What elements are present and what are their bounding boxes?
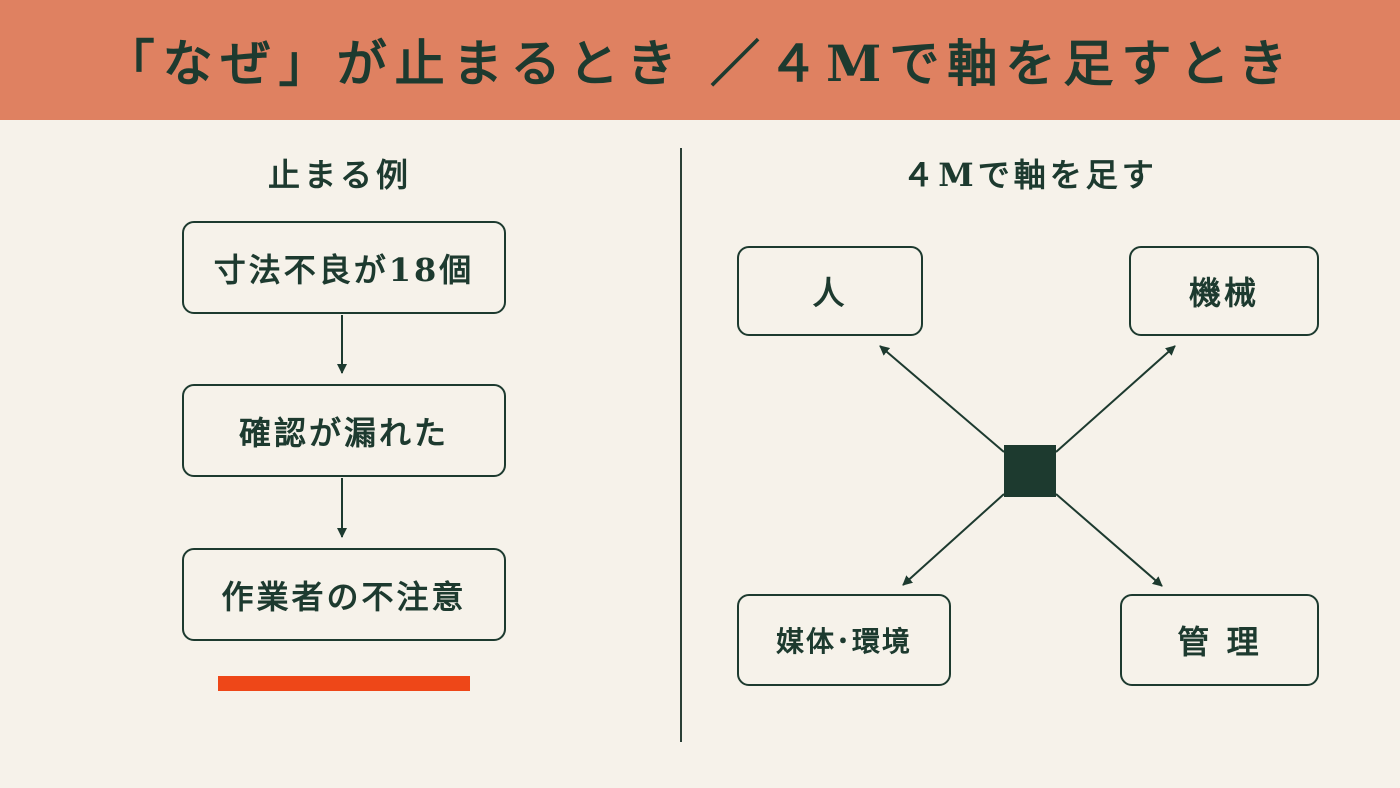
highlight-underline [218, 676, 470, 691]
arrow-to-person [879, 345, 1005, 453]
title-banner: 「なぜ」が止まるとき ／４Mで軸を足すとき [0, 0, 1400, 120]
left-heading: 止まる例 [267, 156, 412, 194]
node-medium-environment: 媒体･環境 [737, 594, 951, 686]
step-box-2: 確認が漏れた [182, 384, 506, 477]
center-square [1004, 445, 1056, 497]
step-box-1: 寸法不良が18個 [182, 221, 506, 314]
node-machine: 機械 [1129, 246, 1319, 336]
column-divider [680, 148, 682, 742]
step-box-3: 作業者の不注意 [182, 548, 506, 641]
node-management: 管 理 [1120, 594, 1319, 686]
right-heading: ４Mで軸を足す [902, 156, 1158, 194]
arrow-to-medium [902, 493, 1005, 586]
page-title: 「なぜ」が止まるとき ／４Mで軸を足すとき [104, 34, 1296, 93]
arrow-to-management [1055, 493, 1163, 587]
arrow-to-machine [1055, 345, 1176, 453]
node-person: 人 [737, 246, 923, 336]
